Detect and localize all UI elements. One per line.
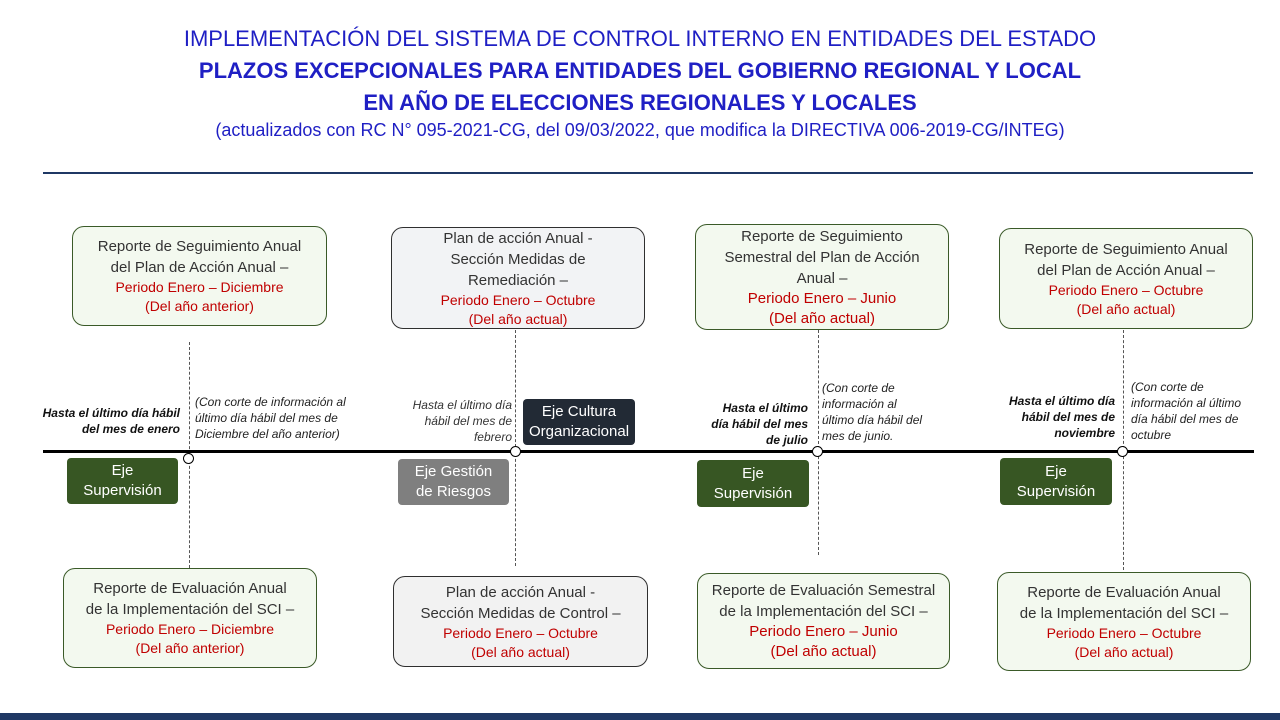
eje-supervision-2-line-2: Supervisión [713, 484, 793, 502]
title-line-2: PLAZOS EXCEPCIONALES PARA ENTIDADES DEL … [198, 58, 1082, 83]
timeline-point-4 [1117, 446, 1128, 457]
eje-supervision-3-line-2: Supervisión [1016, 482, 1096, 500]
deadline-note-2-line-3: febrero [473, 430, 512, 444]
cutoff-note-2-line-4: mes de junio. [822, 429, 894, 443]
cutoff-note-1: (Con corte de información al último día … [195, 394, 370, 442]
bottom-box-3-period: Periodo Enero – Junio [749, 623, 898, 640]
eje-supervision-3-line-1: Eje [1045, 462, 1067, 480]
top-box-3: Reporte de Seguimiento Semestral del Pla… [695, 224, 949, 330]
cutoff-note-1-line-2: último día hábil del mes de [195, 411, 338, 425]
title-line-3: EN AÑO DE ELECCIONES REGIONALES Y LOCALE… [363, 90, 917, 115]
top-box-4-period: Periodo Enero – Octubre [1048, 281, 1204, 298]
top-box-1-period: Periodo Enero – Diciembre [115, 279, 284, 295]
title-line-1: IMPLEMENTACIÓN DEL SISTEMA DE CONTROL IN… [183, 26, 1097, 51]
bottom-box-2: Plan de acción Anual - Sección Medidas d… [393, 576, 648, 667]
eje-cultura-line-2: Organizacional [528, 423, 630, 440]
top-box-2-line-2: Sección Medidas de [450, 250, 586, 268]
top-box-3-year: (Del año actual) [769, 309, 875, 327]
bottom-box-1-year: (Del año anterior) [135, 640, 245, 656]
deadline-note-3-line-3: de julio [766, 433, 808, 447]
deadline-note-1-line-1: Hasta el último día hábil [42, 406, 180, 420]
bottom-box-1-period: Periodo Enero – Diciembre [105, 621, 275, 637]
bottom-box-3-year: (Del año actual) [770, 643, 877, 660]
eje-supervision-1-line-1: Eje [111, 462, 134, 479]
timeline-point-1 [183, 453, 194, 464]
cutoff-note-3-line-4: octubre [1131, 428, 1172, 442]
top-box-1: Reporte de Seguimiento Anual del Plan de… [72, 226, 327, 326]
deadline-note-4-line-3: noviembre [1054, 426, 1115, 440]
top-box-4-year: (Del año actual) [1076, 300, 1176, 317]
bottom-box-1-line-2: de la Implementación del SCI – [85, 601, 295, 618]
cutoff-note-3-line-1: (Con corte de [1131, 380, 1204, 394]
cutoff-note-3: (Con corte de información al último día … [1131, 379, 1261, 443]
deadline-note-3: Hasta el último día hábil del mes de jul… [690, 400, 808, 448]
cutoff-note-2-line-1: (Con corte de [822, 381, 895, 395]
deadline-note-4-line-2: hábil del mes de [1021, 410, 1115, 424]
top-box-2: Plan de acción Anual - Sección Medidas d… [391, 227, 645, 329]
top-box-1-year: (Del año anterior) [145, 298, 254, 314]
top-box-1-line-2: del Plan de Acción Anual – [110, 259, 289, 276]
top-box-3-period: Periodo Enero – Junio [747, 289, 897, 307]
timeline-marker-line-3 [818, 330, 819, 555]
eje-cultura-line-1: Eje Cultura [541, 403, 617, 420]
deadline-note-4-line-1: Hasta el último día [1008, 394, 1115, 408]
bottom-box-1-line-1: Reporte de Evaluación Anual [93, 580, 287, 597]
eje-supervision-3: Eje Supervisión [1000, 458, 1112, 505]
cutoff-note-1-line-1: (Con corte de información al [195, 395, 346, 409]
deadline-note-3-line-2: día hábil del mes [711, 417, 808, 431]
cutoff-note-2-line-3: último día hábil del [822, 413, 923, 427]
top-box-4: Reporte de Seguimiento Anual del Plan de… [999, 228, 1253, 329]
deadline-note-1-line-2: del mes de enero [81, 422, 180, 436]
deadline-note-2: Hasta el último día hábil del mes de feb… [390, 397, 512, 445]
eje-supervision-2-line-1: Eje [742, 464, 764, 482]
bottom-box-4: Reporte de Evaluación Anual de la Implem… [997, 572, 1251, 671]
bottom-box-3-line-1: Reporte de Evaluación Semestral [711, 582, 936, 599]
timeline-point-2 [510, 446, 521, 457]
eje-cultura-organizacional: Eje Cultura Organizacional [523, 399, 635, 445]
deadline-note-1: Hasta el último día hábil del mes de ene… [30, 405, 180, 437]
top-box-3-line-2: Semestral del Plan de Acción [724, 248, 920, 266]
deadline-note-2-line-2: hábil del mes de [424, 414, 512, 428]
cutoff-note-3-line-2: información al último [1131, 396, 1242, 410]
deadline-note-4: Hasta el último día hábil del mes de nov… [990, 393, 1115, 441]
bottom-box-3-line-2: de la Implementación del SCI – [719, 603, 928, 620]
top-box-2-year: (Del año actual) [468, 310, 568, 327]
deadline-note-3-line-1: Hasta el último [722, 401, 808, 415]
top-box-3-line-3: Anual – [796, 269, 848, 287]
cutoff-note-2-line-2: información al [822, 397, 897, 411]
eje-gestion-riesgos-line-2: de Riesgos [415, 483, 492, 500]
bottom-box-4-line-2: de la Implementación del SCI – [1019, 604, 1229, 622]
bottom-box-1: Reporte de Evaluación Anual de la Implem… [63, 568, 317, 668]
timeline-axis [43, 450, 1254, 453]
deadline-note-2-line-1: Hasta el último día [412, 398, 512, 412]
header-divider [43, 172, 1253, 174]
cutoff-note-3-line-3: día hábil del mes de [1131, 412, 1239, 426]
bottom-box-3: Reporte de Evaluación Semestral de la Im… [697, 573, 950, 669]
footer-bar [0, 713, 1280, 720]
eje-gestion-riesgos-line-1: Eje Gestión [414, 463, 493, 480]
bottom-box-4-year: (Del año actual) [1074, 643, 1174, 660]
top-box-2-line-1: Plan de acción Anual - [443, 229, 593, 247]
top-box-4-line-2: del Plan de Acción Anual – [1037, 261, 1215, 279]
eje-supervision-2: Eje Supervisión [697, 460, 809, 507]
cutoff-note-1-line-3: Diciembre del año anterior) [195, 427, 340, 441]
top-box-3-line-1: Reporte de Seguimiento [741, 227, 903, 245]
eje-supervision-1: Eje Supervisión [67, 458, 178, 504]
top-box-1-line-1: Reporte de Seguimiento Anual [97, 238, 302, 255]
title-subtitle: (actualizados con RC N° 095-2021-CG, del… [215, 120, 1065, 140]
bottom-box-2-period: Periodo Enero – Octubre [443, 624, 598, 641]
timeline-point-3 [812, 446, 823, 457]
bottom-box-4-line-1: Reporte de Evaluación Anual [1027, 583, 1221, 601]
top-box-2-line-3: Remediación – [467, 271, 569, 289]
bottom-box-4-period: Periodo Enero – Octubre [1046, 624, 1202, 641]
cutoff-note-2: (Con corte de información al último día … [822, 380, 947, 444]
top-box-4-line-1: Reporte de Seguimiento Anual [1024, 240, 1228, 258]
top-box-2-period: Periodo Enero – Octubre [440, 291, 596, 308]
bottom-box-2-line-1: Plan de acción Anual - [445, 583, 596, 601]
bottom-box-2-line-2: Sección Medidas de Control – [420, 604, 621, 622]
bottom-box-2-year: (Del año actual) [471, 643, 570, 660]
eje-supervision-1-line-2: Supervisión [83, 482, 162, 499]
eje-gestion-riesgos: Eje Gestión de Riesgos [398, 459, 509, 505]
